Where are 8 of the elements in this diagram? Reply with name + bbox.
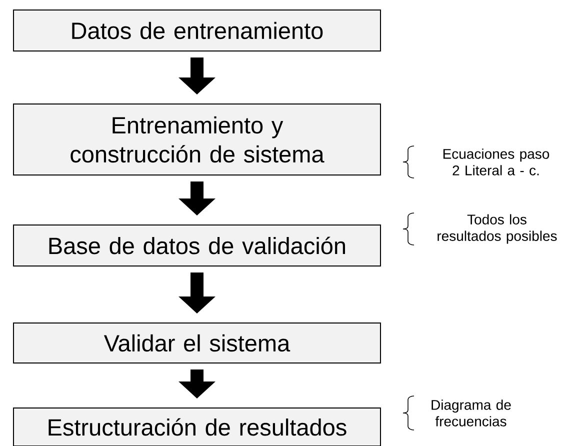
process-box: Entrenamiento y construcción de sistema: [13, 103, 381, 176]
process-box: Estructuración de resultados: [13, 407, 381, 446]
process-box: Base de datos de validación: [13, 224, 381, 266]
note: Todos los resultados posibles: [438, 214, 557, 244]
process-box: Datos de entrenamiento: [13, 10, 381, 52]
note: Ecuaciones paso 2 Literal a - c.: [443, 148, 550, 176]
process-box: Validar el sistema: [13, 322, 381, 364]
note: Diagrama de frecuencias: [432, 400, 511, 426]
